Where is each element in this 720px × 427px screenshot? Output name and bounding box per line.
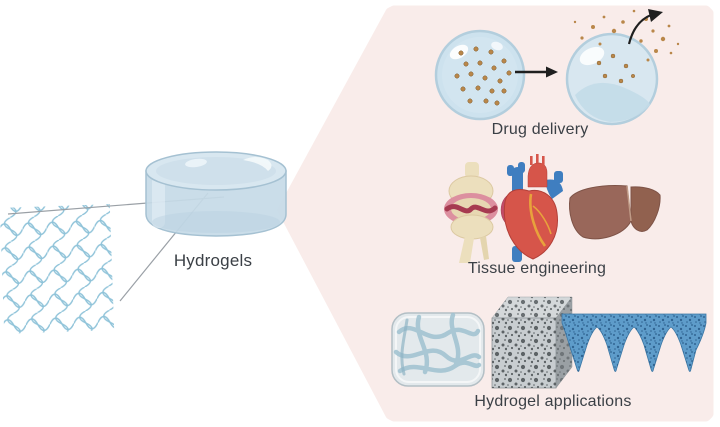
hydrogels-label: Hydrogels: [173, 251, 253, 270]
porous-scaffold-cube-icon: [491, 296, 573, 389]
drug-delivery-label: Drug delivery: [491, 121, 589, 138]
hydrogel-scaffold-icon: [391, 312, 485, 387]
hydrogel-disk-icon: [145, 151, 287, 237]
liver-icon: [569, 185, 661, 240]
drug-releasing-sphere-icon: [565, 9, 680, 126]
heart-icon: [500, 154, 563, 262]
drug-loaded-sphere-icon: [434, 29, 526, 121]
knee-joint-icon: [444, 162, 498, 263]
polymer-network-mesh-icon: [0, 204, 115, 334]
release-arrow-icon: [627, 9, 663, 45]
hydrogel-applications-label: Hydrogel applications: [474, 393, 632, 410]
right-arrow-icon: [515, 66, 558, 78]
tissue-engineering-label: Tissue engineering: [467, 260, 607, 277]
microneedle-patch-icon: [561, 313, 707, 372]
